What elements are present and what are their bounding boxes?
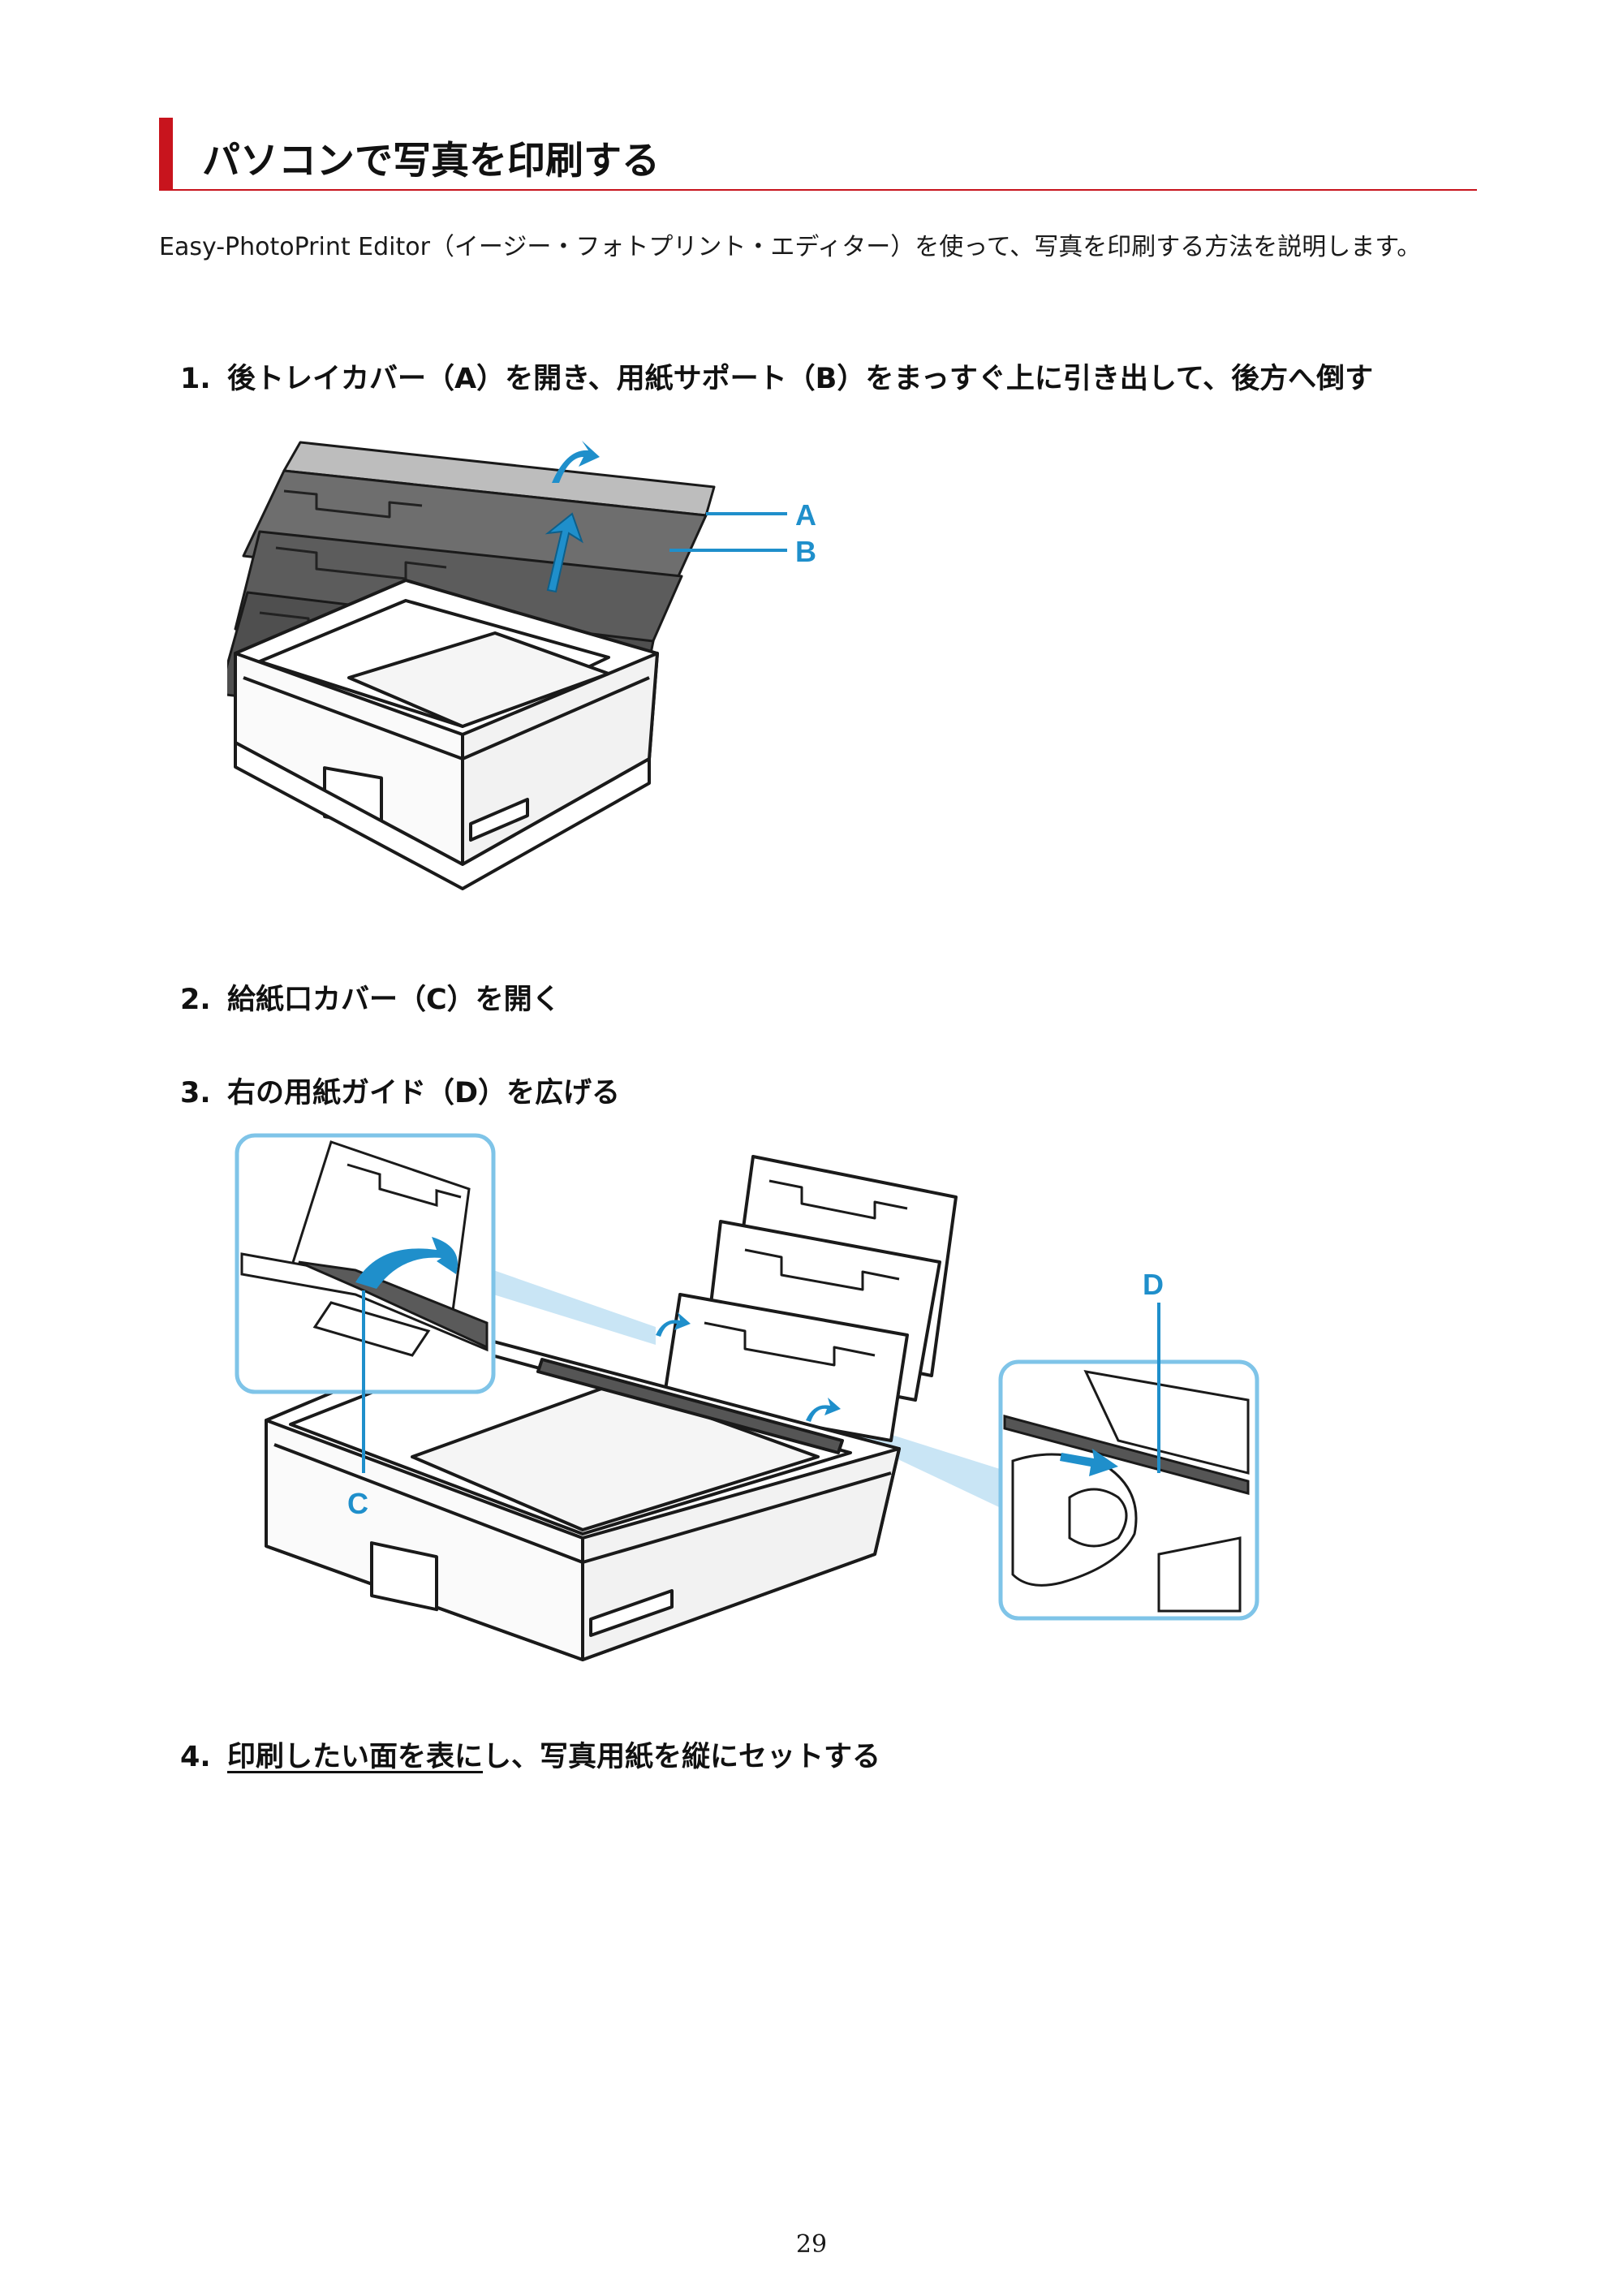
callout-label-c: C bbox=[347, 1487, 368, 1520]
fold-arrow-icon bbox=[552, 441, 600, 483]
printer-illustration bbox=[265, 1155, 958, 1661]
callout-label-d: D bbox=[1143, 1268, 1164, 1301]
step-2: 2. 給紙口カバー（C）を開く bbox=[180, 976, 561, 1018]
page-title: パソコンで写真を印刷する bbox=[202, 139, 660, 183]
widen-guide-arrow-icon bbox=[1060, 1449, 1118, 1476]
flip-cover-arrow-icon bbox=[355, 1237, 458, 1289]
step-number: 4. bbox=[180, 1741, 211, 1773]
guide-arrow-icon bbox=[806, 1398, 841, 1422]
zoom-inset-feed-cover bbox=[235, 1133, 496, 1394]
figure-rear-tray-printer: A B bbox=[227, 441, 816, 890]
step-3: 3. 右の用紙ガイド（D）を広げる bbox=[180, 1070, 620, 1111]
callout-label-b: B bbox=[795, 535, 816, 568]
step-number: 1. bbox=[180, 363, 211, 395]
step-text: 給紙口カバー（C）を開く bbox=[227, 984, 561, 1016]
zoom-inset-paper-guide bbox=[998, 1359, 1259, 1621]
page-heading: パソコンで写真を印刷する bbox=[159, 118, 1477, 191]
heading-underline bbox=[159, 189, 1477, 191]
callout-label-a: A bbox=[795, 498, 816, 532]
zoom-beam-left bbox=[493, 1270, 656, 1345]
step-1: 1. 後トレイカバー（A）を開き、用紙サポート（B）をまっすぐ上に引き出して、後方… bbox=[180, 355, 1373, 397]
step-text: し、写真用紙を縦にセットする bbox=[483, 1741, 881, 1773]
figure-feed-slot-printer: C D bbox=[235, 1133, 1259, 1661]
step-number: 3. bbox=[180, 1077, 211, 1109]
page-number: 29 bbox=[795, 2230, 828, 2259]
step-number: 2. bbox=[180, 984, 211, 1016]
printer-illustration bbox=[234, 579, 659, 890]
heading-accent-bar bbox=[159, 118, 173, 191]
step-4: 4. 印刷したい面を表にし、写真用紙を縦にセットする bbox=[180, 1734, 880, 1775]
step-4-link[interactable]: 印刷したい面を表に bbox=[227, 1741, 484, 1773]
intro-paragraph: Easy-PhotoPrint Editor（イージー・フォトプリント・エディタ… bbox=[159, 233, 1422, 261]
step-text: 右の用紙ガイド（D）を広げる bbox=[227, 1077, 621, 1109]
open-cover-arrow-icon bbox=[656, 1312, 691, 1337]
step-text: 後トレイカバー（A）を開き、用紙サポート（B）をまっすぐ上に引き出して、後方へ倒… bbox=[227, 363, 1374, 395]
